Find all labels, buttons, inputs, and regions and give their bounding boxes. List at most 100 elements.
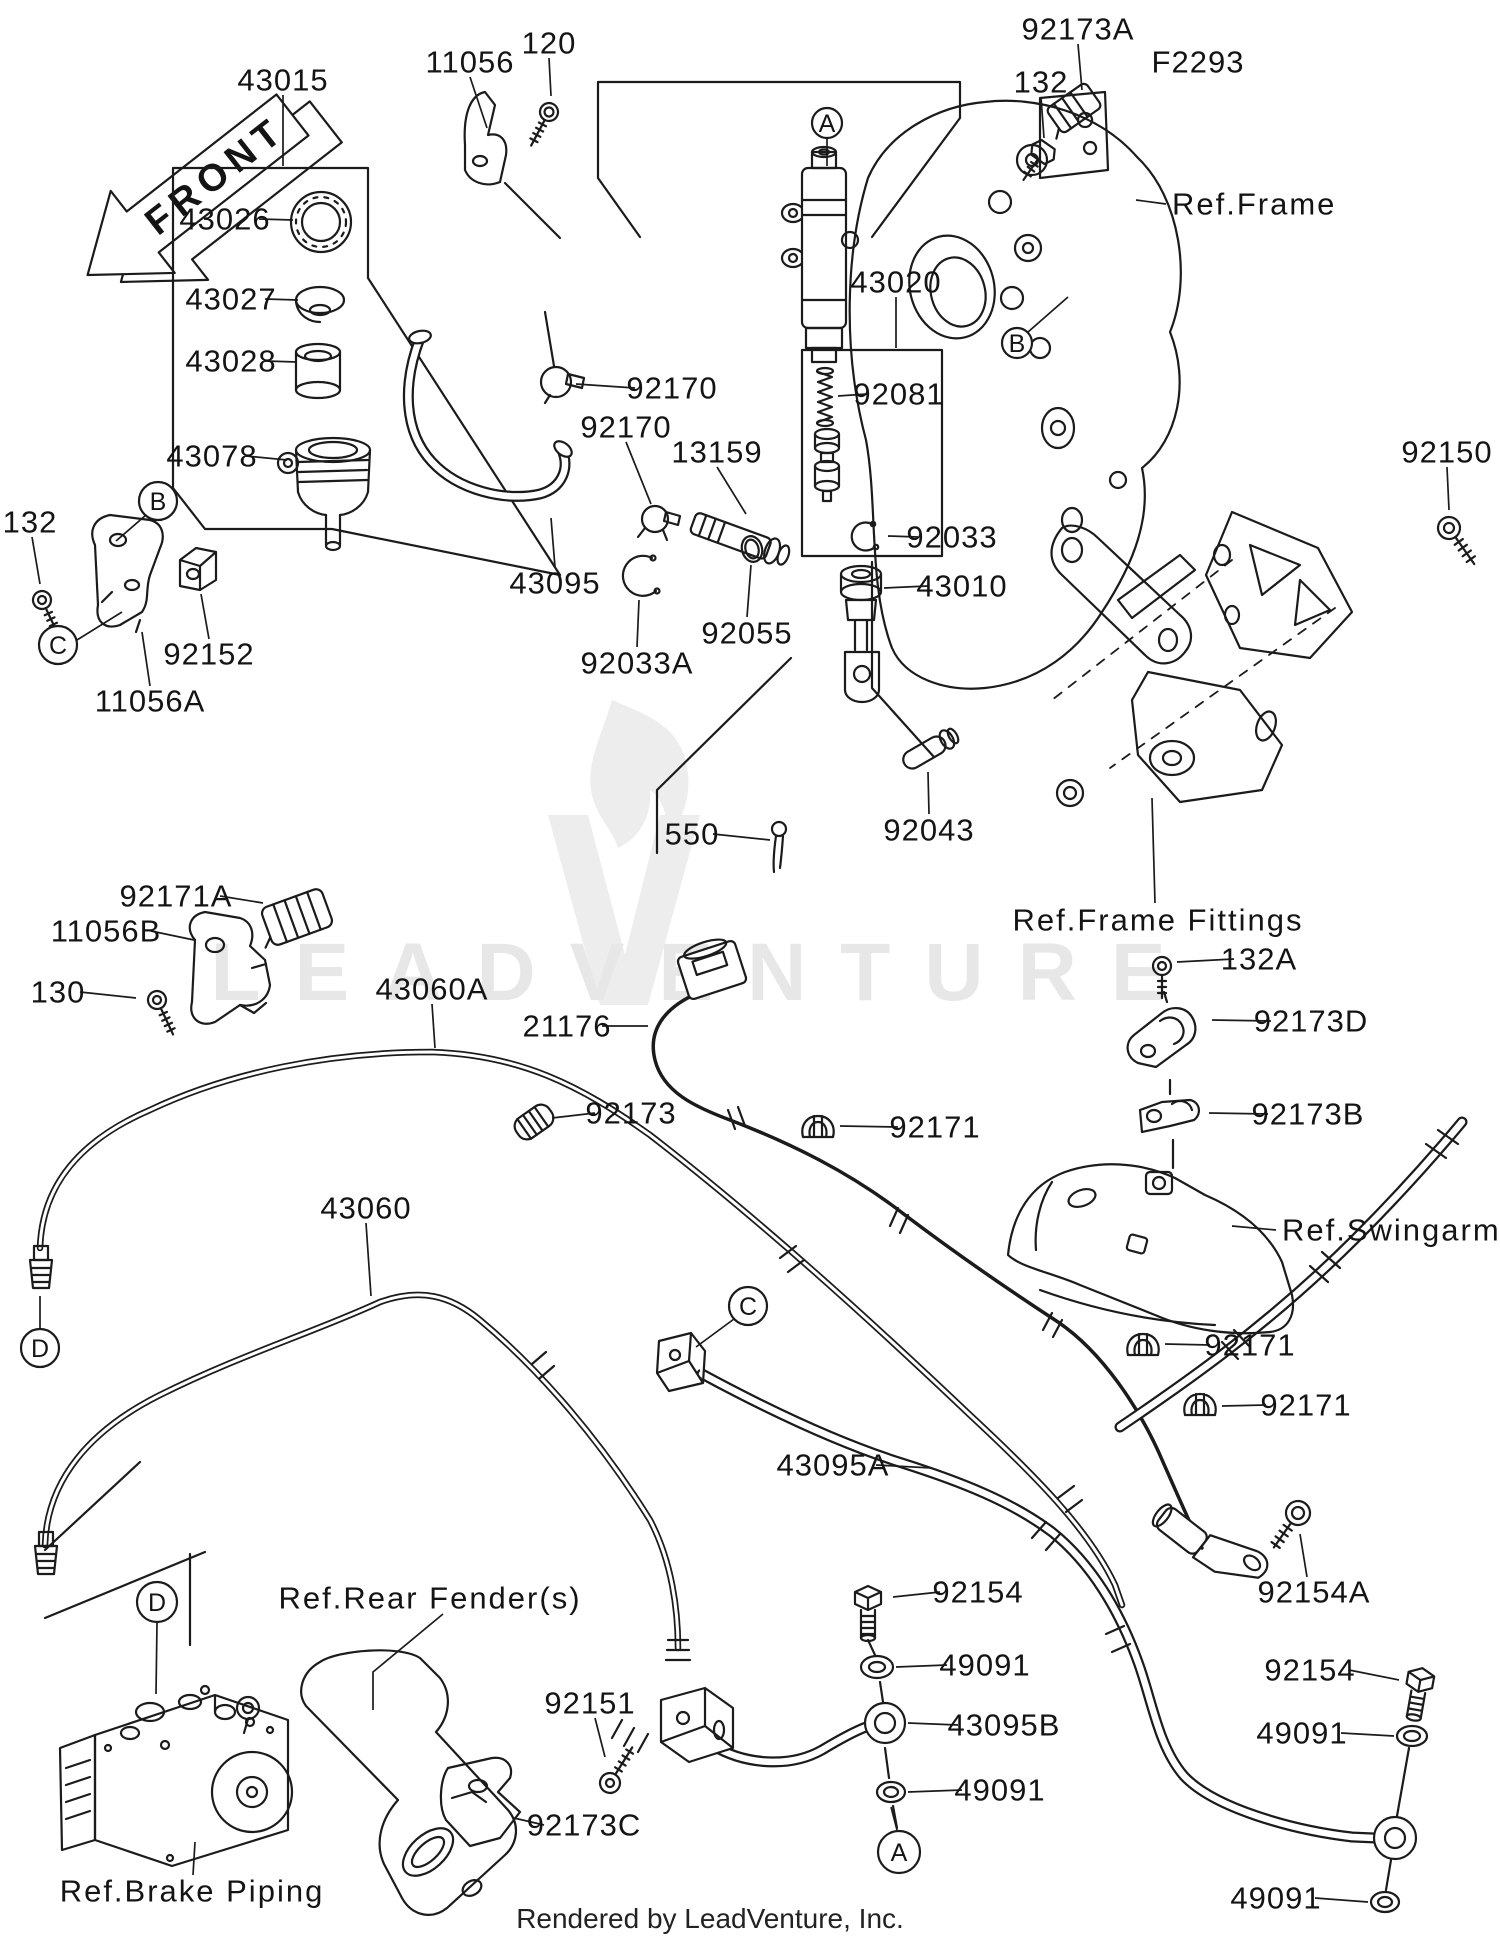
callout-11056B: 11056B [51,914,162,949]
ref-circle-A-bottom [876,1829,922,1875]
ref-circle-letter-B-left: B [150,488,167,516]
sketch-frame-fittings [1050,510,1354,808]
sketch-clamp-92173b [1138,1098,1200,1134]
ref-frame: Ref.Frame [1172,187,1336,222]
leader-92173A [1077,43,1083,91]
callout-92033: 92033 [906,520,997,555]
leader-92033A [636,599,640,648]
leader-11056B [150,930,195,941]
leader-92170a [575,383,636,389]
ref-rear-fenders: Ref.Rear Fender(s) [278,1581,581,1616]
sketch-bolt-132-left [31,589,59,634]
sketch-bracket-11056 [463,90,562,240]
leader-circle-D-lower [155,1622,158,1695]
callout-13159: 13159 [671,435,762,470]
callout-92154r: 92154 [1264,1653,1355,1688]
sketch-bolt-92150 [1436,515,1476,566]
leader-43060A [431,1003,436,1049]
leader-ref-brake-piping [192,1841,196,1876]
sketch-bolt-120 [529,101,560,147]
sketch-fitting-d2 [33,1530,59,1576]
leader-92173C [513,1817,545,1826]
leader-92154A [1299,1533,1308,1578]
sketch-bolt-132a [1151,955,1173,1000]
leader-132top [1040,96,1045,139]
leader-92152 [200,593,210,640]
sketch-grommet-92173 [513,1103,555,1141]
sketch-bolt-92154a [1270,1499,1312,1549]
leader-92033 [887,535,919,538]
callout-43095: 43095 [509,566,600,601]
sketch-spring-92081 [815,366,835,428]
leader-92171A [219,895,264,904]
callout-49091c2: 49091 [954,1773,1045,1808]
sketch-snapring-92033a [621,554,661,597]
sketch-bolt-92154-right [1405,1667,1436,1722]
leader-92173B [1208,1112,1269,1115]
leader-92173 [551,1112,596,1119]
callout-92170b: 92170 [580,410,671,445]
sketch-fitting-d1 [28,1244,54,1290]
sketch-c-block [655,1331,707,1393]
callout-43078: 43078 [166,439,257,474]
ref-circle-C-mid [727,1285,769,1327]
sketch-hose-43095a [696,1368,1381,1844]
leader-circle-C-left [76,611,123,641]
callout-92173: 92173 [585,1096,676,1131]
callout-92151: 92151 [544,1686,635,1721]
leader-43078 [245,455,288,461]
leader-550 [712,833,771,841]
box-43020-outline [800,348,944,558]
sketch-pushrod-43010 [839,564,883,704]
leader-92171c1 [839,1125,899,1128]
sketch-connector-21176 [676,938,748,1000]
callout-43020: 43020 [850,265,941,300]
callout-92154A: 92154A [1258,1575,1371,1610]
ref-circle-C-left [37,624,79,666]
ref-brake-piping: Ref.Brake Piping [60,1874,325,1909]
callout-43010: 43010 [916,569,1007,604]
callout-43027: 43027 [185,282,276,317]
callout-92043: 92043 [883,813,974,848]
callout-43028: 43028 [185,344,276,379]
sketch-pipe-43060 [41,1291,692,1662]
leader-13159 [716,466,747,515]
leader-circle-C-mid [695,1318,735,1348]
leader-11056 [469,76,488,129]
callout-92173B: 92173B [1252,1097,1365,1132]
ref-circle-B-frame [1000,326,1034,360]
sketch-cable-21176 [651,990,1204,1550]
callout-F2293: F2293 [1152,45,1245,80]
sketch-clip-92171-3 [1183,1392,1217,1417]
callout-49091r1: 49091 [1256,1716,1347,1751]
callout-92171c1: 92171 [889,1110,980,1145]
callout-43015: 43015 [237,63,328,98]
sketch-bolt-92151 [598,1746,635,1795]
callout-92171A: 92171A [120,879,233,914]
leader-92171c3 [1221,1404,1267,1407]
callout-11056: 11056 [426,45,515,80]
leader-43095A [875,1464,933,1469]
callout-49091r2: 49091 [1230,1881,1321,1916]
callout-43026: 43026 [179,202,270,237]
ref-circle-A-top [810,106,844,140]
sketch-clip-92173c [439,1756,522,1848]
callout-92173C: 92173C [527,1808,642,1843]
ref-frame-fittings: Ref.Frame Fittings [1013,903,1304,938]
callout-43060: 43060 [320,1191,411,1226]
leader-43060 [365,1222,372,1297]
ref-circle-letter-A-bottom: A [891,1839,908,1867]
ref-circle-D-mid [19,1327,61,1369]
leader-49091c2 [907,1789,963,1793]
callout-11056A: 11056A [95,684,206,719]
sketch-reservoir-43078 [276,436,372,552]
leader-92170b [625,441,652,505]
leader-ref-frame [1135,199,1167,205]
callout-132A: 132A [1221,942,1297,977]
callout-92081: 92081 [853,377,944,412]
leader-11056A [141,631,151,687]
sketch-washers-49091 [859,1654,1429,1914]
ref-circle-letter-D-mid: D [31,1335,49,1363]
callout-92150: 92150 [1401,435,1492,470]
